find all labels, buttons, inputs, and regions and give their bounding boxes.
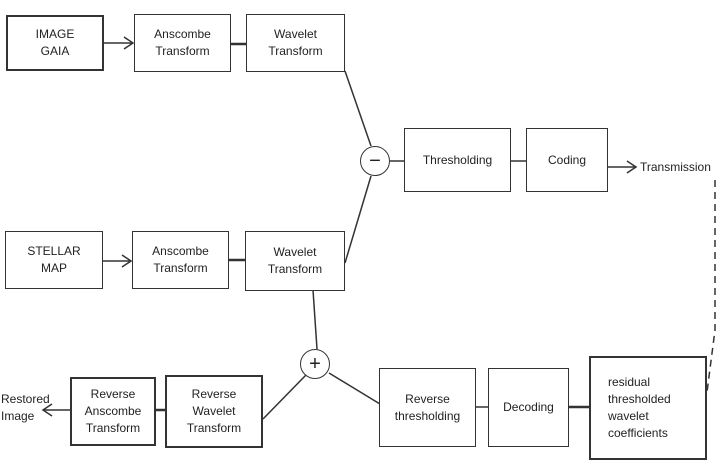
coding-label: Coding	[547, 152, 587, 167]
restored-image-line2: Image	[1, 409, 35, 423]
minus-symbol: −	[369, 150, 381, 172]
plus-operator: +	[300, 349, 330, 379]
wavelet-top-line2: Transform	[268, 44, 323, 58]
reverse-thresholding-box: Reverse thresholding	[379, 368, 476, 447]
decoding-box: Decoding	[488, 368, 569, 447]
wavelet-transform-mid-box: Wavelet Transform	[245, 231, 345, 291]
stellar-map-line1: STELLAR	[27, 244, 81, 258]
reverse-wavelet-line2: Wavelet	[192, 404, 236, 418]
decoding-label: Decoding	[503, 400, 554, 414]
stellar-map-box: STELLAR MAP	[5, 231, 103, 289]
arrowhead	[41, 403, 53, 417]
wavelet-top-line1: Wavelet	[274, 27, 317, 41]
residual-line3: wavelet	[608, 409, 649, 423]
transmission-label: Transmission	[640, 160, 711, 174]
connector-wavelet-mid-to-minus	[344, 175, 372, 264]
restored-image-label: Restored Image	[1, 391, 50, 425]
reverse-anscombe-line1: Reverse	[90, 387, 136, 401]
reverse-anscombe-line3: Transform	[85, 421, 141, 435]
reverse-anscombe-transform-box: Reverse Anscombe Transform	[70, 377, 156, 446]
coding-box: Coding	[526, 128, 608, 192]
anscombe-mid-line1: Anscombe	[152, 244, 209, 258]
wavelet-mid-line2: Transform	[267, 262, 323, 276]
residual-line4: coefficients	[608, 426, 668, 440]
image-gaia-line1: IMAGE	[35, 27, 75, 41]
connector-reverse-thresholding-to-plus	[328, 372, 381, 405]
anscombe-mid-line2: Transform	[153, 261, 208, 275]
reverse-wavelet-line3: Transform	[186, 421, 242, 435]
residual-line2: thresholded	[608, 392, 671, 406]
wavelet-mid-line1: Wavelet	[273, 245, 317, 259]
reverse-wavelet-transform-box: Reverse Wavelet Transform	[165, 375, 263, 448]
wavelet-transform-top-box: Wavelet Transform	[246, 14, 345, 72]
reverse-thresholding-line1: Reverse	[405, 391, 450, 406]
thresholding-label: Thresholding	[422, 152, 493, 167]
minus-operator: −	[360, 146, 390, 176]
connector-wavelet-mid-to-plus	[312, 289, 318, 350]
arrowhead	[123, 36, 135, 50]
connector-wavelet-top-to-minus	[344, 70, 372, 147]
residual-line1: residual	[608, 375, 651, 389]
connector-plus-to-reverse-wavelet	[262, 374, 307, 420]
reverse-thresholding-line2: thresholding	[394, 408, 461, 423]
arrowhead	[626, 160, 638, 174]
plus-symbol: +	[309, 353, 321, 375]
reverse-anscombe-line2: Anscombe	[84, 404, 142, 418]
thresholding-box: Thresholding	[404, 128, 511, 192]
anscombe-transform-mid-box: Anscombe Transform	[132, 231, 229, 289]
anscombe-top-line1: Anscombe	[154, 27, 211, 41]
arrowhead	[121, 254, 133, 268]
residual-coefficients-box: residual thresholded wavelet coefficient…	[589, 356, 707, 460]
image-gaia-line2: GAIA	[40, 44, 70, 58]
anscombe-transform-top-box: Anscombe Transform	[134, 14, 231, 72]
stellar-map-line2: MAP	[40, 261, 67, 275]
image-gaia-box: IMAGE GAIA	[6, 15, 104, 71]
anscombe-top-line2: Transform	[155, 44, 210, 58]
restored-image-line1: Restored	[1, 392, 50, 406]
dashed-connector-transmission-to-residual	[706, 180, 716, 393]
reverse-wavelet-line1: Reverse	[191, 387, 237, 401]
